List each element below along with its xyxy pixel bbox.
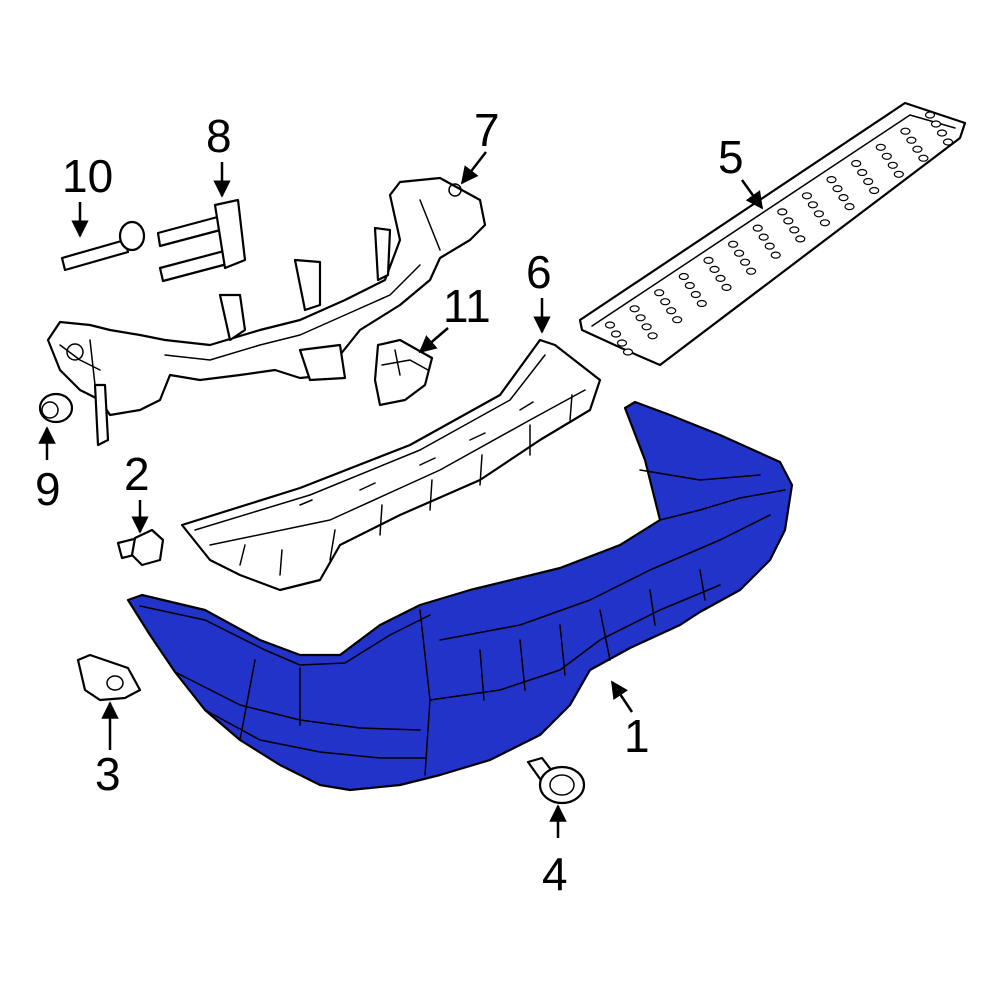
callout-4: 4: [542, 848, 568, 900]
bumper-cover-icon: [126, 400, 794, 792]
mount-bracket-icon: [46, 176, 487, 447]
bolt-icon: [60, 220, 146, 272]
push-retainer-icon: [526, 756, 586, 805]
callout-11: 11: [443, 280, 491, 332]
callout-7: 7: [474, 104, 500, 156]
callout-8: 8: [206, 110, 232, 162]
nut-plate-icon: [76, 653, 142, 702]
callout-10: 10: [62, 150, 113, 202]
bolt-icon: [156, 198, 247, 283]
callout-3: 3: [95, 748, 121, 800]
callout-1: 1: [624, 710, 650, 762]
step-pad-icon: [578, 101, 967, 367]
energy-absorber-icon: [180, 338, 602, 592]
callout-5: 5: [718, 131, 744, 183]
callout-6: 6: [526, 246, 552, 298]
bushing-icon: [38, 392, 74, 424]
guide-bracket-icon: [373, 338, 434, 407]
callout-9: 9: [35, 463, 61, 515]
callout-2: 2: [124, 448, 150, 500]
bolt-icon: [116, 528, 165, 567]
